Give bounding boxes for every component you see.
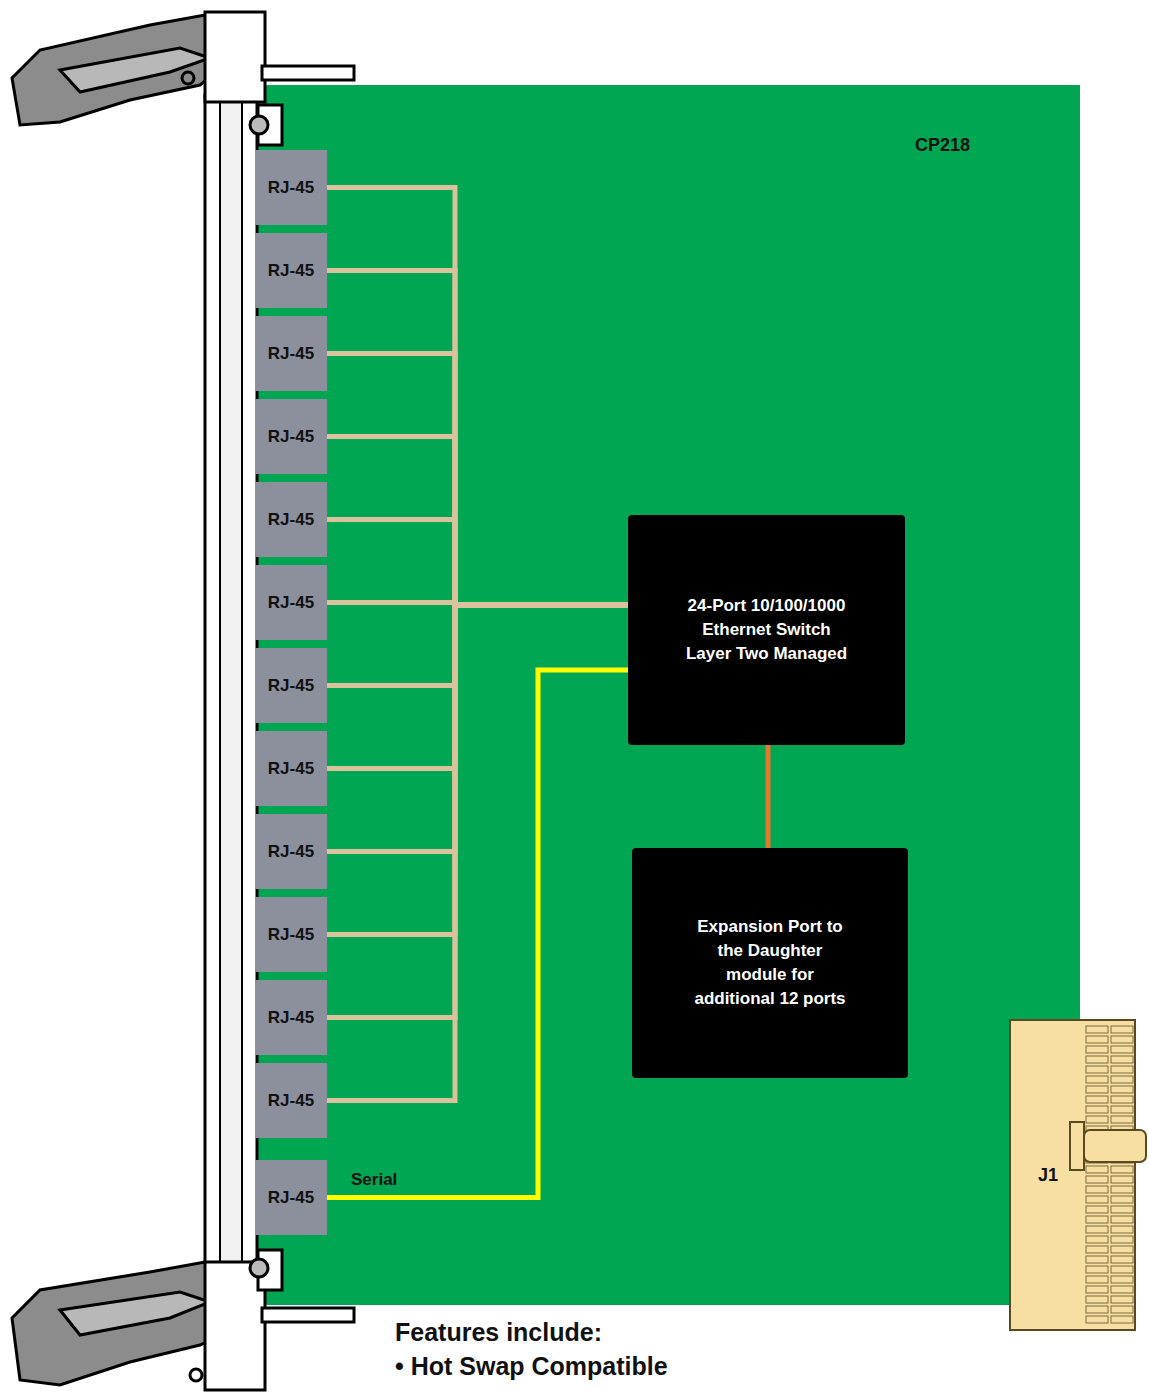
trace-label: Serial	[351, 1170, 397, 1190]
ethernet-trace	[766, 745, 771, 848]
rj45-port: RJ-45	[255, 1160, 327, 1235]
ethernet-trace	[327, 605, 628, 852]
node-label: RJ-45	[268, 591, 314, 615]
rj45-port: RJ-45	[255, 565, 327, 640]
ethernet-trace	[327, 520, 628, 606]
rj45-port: RJ-45	[255, 897, 327, 972]
rj45-port: RJ-45	[255, 731, 327, 806]
j1-connector	[1010, 1020, 1146, 1330]
pcb-board	[258, 85, 1080, 1305]
node-label: RJ-45	[268, 1089, 314, 1113]
node-label: RJ-45	[268, 259, 314, 283]
node-label: RJ-45	[268, 757, 314, 781]
rj45-port: RJ-45	[255, 233, 327, 308]
expansion-port: Expansion Port to the Daughter module fo…	[632, 848, 908, 1078]
ejector-handle	[12, 1250, 354, 1390]
node-label: RJ-45	[268, 840, 314, 864]
node-label: RJ-45	[268, 1186, 314, 1210]
rj45-port: RJ-45	[255, 399, 327, 474]
ethernet-trace	[327, 605, 628, 686]
node-label: J1	[1038, 1163, 1058, 1188]
rj45-port: RJ-45	[255, 648, 327, 723]
feature-item: • Hot Swap Compatible	[395, 1352, 668, 1381]
node-label: RJ-45	[268, 342, 314, 366]
ejector-handle	[12, 12, 354, 145]
features-heading: Features include:	[395, 1318, 602, 1347]
node-label: RJ-45	[268, 674, 314, 698]
node-label: RJ-45	[268, 176, 314, 200]
node-label: 24-Port 10/100/1000 Ethernet Switch Laye…	[683, 594, 850, 666]
ethernet-trace	[327, 354, 628, 606]
rj45-port: RJ-45	[255, 482, 327, 557]
rj45-port: RJ-45	[255, 1063, 327, 1138]
ethernet-trace	[327, 188, 628, 606]
ethernet-trace	[327, 271, 628, 606]
serial-trace	[327, 670, 628, 1198]
ethernet-trace	[327, 605, 628, 935]
rj45-port: RJ-45	[255, 814, 327, 889]
rj45-port: RJ-45	[255, 150, 327, 225]
rj45-port: RJ-45	[255, 316, 327, 391]
node-label: Expansion Port to the Daughter module fo…	[690, 915, 850, 1011]
board-name: CP218	[915, 133, 970, 158]
board-outline: CP218 24-Port 10/100/1000 Ethernet Switch…	[258, 85, 1080, 1305]
switch-chip: 24-Port 10/100/1000 Ethernet Switch Laye…	[628, 515, 905, 745]
ethernet-trace	[327, 437, 628, 606]
node-label: RJ-45	[268, 923, 314, 947]
ethernet-trace	[327, 605, 628, 1101]
ethernet-trace	[327, 605, 628, 1018]
node-label: RJ-45	[268, 1006, 314, 1030]
node-label: RJ-45	[268, 508, 314, 532]
rj45-port: RJ-45	[255, 980, 327, 1055]
j1-connector: J1	[1010, 1020, 1085, 1330]
ethernet-trace	[327, 605, 628, 769]
front-panel	[205, 95, 257, 1295]
node-label: RJ-45	[268, 425, 314, 449]
